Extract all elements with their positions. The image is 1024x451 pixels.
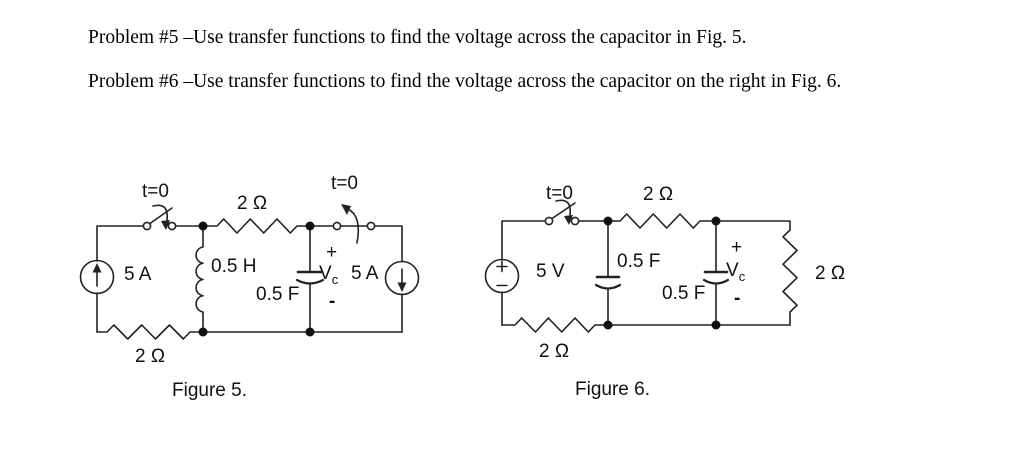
fig5-switch-left-label: t=0: [142, 181, 169, 202]
fig5-vc-label: Vc: [319, 263, 339, 287]
fig5-node-dots: [198, 221, 315, 337]
fig6-top-resistor-label: 2 Ω: [643, 184, 674, 205]
fig6-caption: Figure 6.: [575, 379, 650, 400]
vc-subscript: c: [738, 269, 746, 284]
fig6-closing-switch: [544, 199, 580, 226]
fig6-right-resistor-label: 2 Ω: [815, 263, 846, 284]
arrow-up-left-icon: [341, 204, 351, 215]
fig5-inductor: [195, 225, 204, 333]
fig5-switch-right-label: t=0: [331, 173, 358, 194]
fig6-voltage-source: [484, 258, 520, 294]
fig6-source-label: 5 V: [536, 261, 565, 282]
fig5-top-resistor-label: 2 Ω: [237, 193, 268, 214]
fig5-capacitor: [295, 225, 325, 333]
fig6-wires: [501, 213, 798, 333]
arrow-up-icon: [92, 263, 102, 273]
vc-subscript: c: [331, 272, 339, 287]
vc-main: V: [726, 260, 739, 281]
fig6-capacitor-left: [594, 220, 622, 326]
fig6-vc-label: Vc: [726, 260, 746, 284]
arrow-down-icon: [161, 220, 170, 230]
fig5-inductor-label: 0.5 H: [211, 256, 257, 277]
fig5-right-source-label: 5 A: [351, 263, 379, 284]
problem-6-text: Problem #6 –Use transfer functions to fi…: [88, 71, 842, 92]
fig6-right-capacitor-label: 0.5 F: [662, 283, 706, 304]
fig5-vc-plus: +: [326, 242, 338, 263]
fig6-bottom-resistor-label: 2 Ω: [539, 341, 570, 362]
fig5-bottom-resistor-label: 2 Ω: [135, 346, 166, 367]
fig5-closing-switch: [142, 204, 177, 231]
fig6-switch-label: t=0: [546, 183, 573, 204]
fig6-vc-minus: -: [734, 288, 741, 309]
vc-main: V: [319, 263, 332, 284]
fig5-current-source-left: [79, 259, 115, 295]
fig6-node-dots: [603, 216, 721, 330]
arrow-down-icon: [564, 215, 573, 225]
fig6-left-capacitor-label: 0.5 F: [617, 251, 661, 272]
plus-icon: [496, 260, 508, 273]
fig5-wires: [96, 218, 403, 340]
fig5-capacitor-label: 0.5 F: [256, 284, 300, 305]
fig5-opening-switch: [332, 204, 376, 244]
fig6-capacitor-right: [702, 220, 730, 326]
fig6-vc-plus: +: [731, 237, 743, 258]
arrow-down-icon: [397, 282, 407, 292]
problem-5-text: Problem #5 –Use transfer functions to fi…: [88, 27, 747, 48]
fig5-caption: Figure 5.: [172, 380, 247, 401]
fig5-current-source-right: [384, 260, 420, 296]
fig5-vc-minus: -: [329, 291, 336, 312]
fig5-left-source-label: 5 A: [124, 264, 152, 285]
